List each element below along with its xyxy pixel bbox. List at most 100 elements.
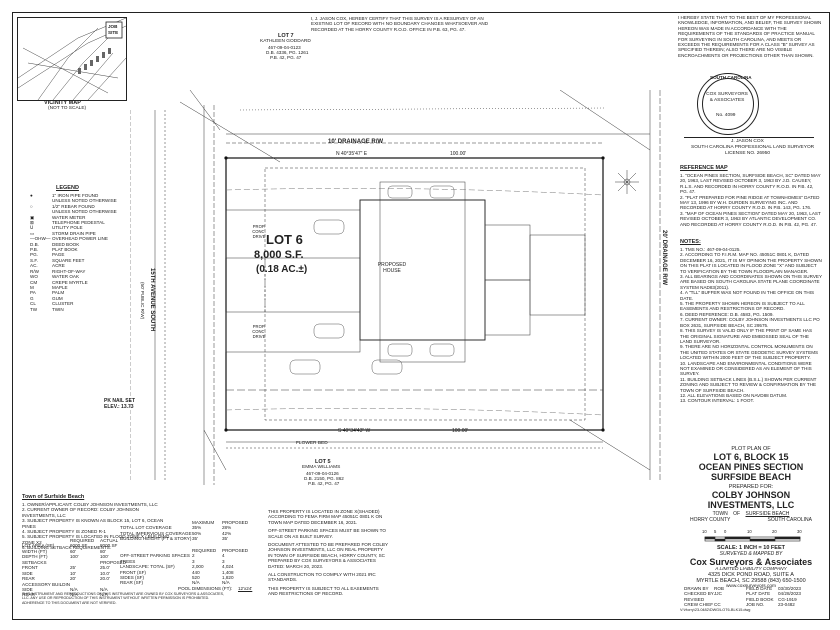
job-info-row-cell: DRAWN BY <box>684 586 709 591</box>
legend-row-cell: PA <box>30 290 36 296</box>
drive-label-top: PROP. CONC. DRIVE <box>252 224 266 239</box>
drainage-top-label: 10' DRAINAGE R/W <box>328 139 384 145</box>
pool-label: POOL DIMENSIONS (FT): <box>178 586 233 591</box>
note-item: 9. THERE ARE NO HORIZONTAL CONTROL MONUM… <box>680 344 819 361</box>
site-plan <box>130 90 661 485</box>
palm-tree-icon <box>615 170 639 194</box>
job-site-label: JOB SITE <box>108 24 119 35</box>
scale-tick: 10 <box>747 529 752 534</box>
job-info-row-cell: JOB NO. <box>746 602 765 608</box>
legend-row-cell: RIGHT-OF-WAY <box>52 268 86 274</box>
certificate-standards: I HEREBY STATE THAT TO THE BEST OF MY PR… <box>678 15 822 58</box>
town-of: OF <box>733 511 741 517</box>
parking-row-cell: N/A <box>192 580 200 586</box>
legend-row: —OHW—OVERHEAD POWER LINE <box>30 236 130 241</box>
note-item: 7. CURRENT OWNER: COLBY JOHNSON INVESTME… <box>680 317 820 328</box>
vicinity-map-drawing <box>18 18 126 100</box>
lot-table-header-cell: REQUIRED <box>70 538 95 543</box>
legend-row-cell: M <box>30 284 34 290</box>
legend-row: UNLESS NOTED OTHERWISE <box>30 198 130 203</box>
town-name: SURFSIDE BEACH <box>745 511 790 517</box>
legend-row-cell: ▭ <box>30 230 35 236</box>
company-block: SCALE: 1 INCH = 10 FEET SURVEYED & MAPPE… <box>680 545 822 589</box>
setback-row-cell: REAR <box>22 576 35 582</box>
legend-row-cell: CM <box>30 279 38 285</box>
zoning-note: OFF-STREET PARKING SPACES MUST BE SHOWN … <box>268 528 386 539</box>
parking-row-cell: 1,408 <box>222 569 234 575</box>
setback-row-cell: 25' <box>70 565 76 571</box>
legend-row-cell: ⊠ <box>30 220 34 226</box>
coverage-row: BUILDING HEIGHT (FT & STORY)35'35' <box>120 536 260 541</box>
seal-name: COX SURVEYORS & ASSOCIATES <box>706 92 748 103</box>
coverage-row-cell: 35' <box>192 536 198 542</box>
copyright-notice: THIS INSTRUMENT AND REPRODUCTIONS OF THI… <box>22 592 225 605</box>
setback-row-cell: FRONT <box>22 565 38 571</box>
note-item: 12. ALL ELEVATIONS BASED ON NAVD88 DATUM… <box>680 392 788 398</box>
company-type: A LIMITED LIABILITY COMPANY <box>715 567 787 572</box>
setback-row-cell: 10.0' <box>100 570 110 576</box>
setback-header-cell: SETBACKS <box>22 560 47 565</box>
lot7-owner: KATHLEEN GODDARD <box>260 39 311 44</box>
lot7-tms: 467-09-04-0123 <box>268 45 301 50</box>
lot5-owner: EMMA WILLIAMS <box>302 465 341 470</box>
scale-tick: 0 <box>724 529 727 534</box>
parking-row-cell: SIDES (SF) <box>120 575 144 581</box>
surveyor-license: LICENSE NO. 26950 <box>725 151 771 156</box>
setback-row-cell: 20' <box>70 576 76 582</box>
parking-row-cell: 3 <box>192 558 195 564</box>
legend-row-cell: TELEPHONE PEDESTAL <box>52 220 105 226</box>
legend-row-cell: D.B. <box>30 241 39 247</box>
parking-row-cell: 2 <box>192 553 195 559</box>
drainage-right-label: 20' DRAINAGE R/W <box>661 230 667 286</box>
surveyor-title: SOUTH CAROLINA PROFESSIONAL LAND SURVEYO… <box>691 145 815 150</box>
legend-row-cell: TW <box>30 306 38 312</box>
note-item: 11. BUILDING SETBACK LINES (B.S.L.) SHOW… <box>680 376 817 393</box>
town-label: TOWN <box>712 511 728 517</box>
legend-row-cell: CLUSTER <box>52 301 74 307</box>
legend-row-cell: P.B. <box>30 247 39 253</box>
setback-row-cell: N/A <box>70 592 78 598</box>
zoning-note: THIS PROPERTY IS SUBJECT TO ALL EASEMENT… <box>268 585 379 597</box>
lot-table-row-cell: LOT AREA (SF) <box>22 543 55 549</box>
legend-row-cell: MAPLE <box>52 284 68 290</box>
coverage-row-cell: 42% <box>222 530 232 536</box>
town-info-list: 1. OWNER/APPLICANT: COLBY JOHNSON INVEST… <box>22 502 172 551</box>
zoning-note: DOCUMENT ATTESTED TO BE PREPARED FOR COL… <box>268 542 388 569</box>
parking-row-cell: REAR (SF) <box>120 580 143 586</box>
coverage-row-cell: 28% <box>222 525 232 531</box>
company-address-1: 4325 DICK POND ROAD, SUITE A <box>708 572 794 578</box>
note-item: 13. CONTOUR INTERVAL: 1 FOOT. <box>680 398 755 404</box>
legend-row: ▣WATER METER <box>30 215 130 220</box>
client-line-2: INVESTMENTS, LLC <box>707 500 795 510</box>
legend-row: M MAPLE <box>30 285 130 290</box>
town-info-item: 2. CURRENT OWNER OF RECORD: COLBY JOHNSO… <box>22 507 139 518</box>
zoning-note: THIS PROPERTY IS LOCATED IN ZONE X(SHADE… <box>268 509 383 525</box>
legend-row-cell: ▣ <box>30 214 35 220</box>
legend-row-cell: CREPE MYRTLE <box>52 279 88 285</box>
lot6-area: 8,000 S.F. <box>254 249 304 261</box>
lot-table-row-cell: 6000 SF <box>70 543 88 549</box>
title-line-1: LOT 6, BLOCK 15 <box>713 452 789 462</box>
setback-row-cell: 10' <box>70 570 76 576</box>
legend-row: P.B.PLAT BOOK <box>30 247 130 252</box>
distance-top: 100.00' <box>450 151 467 157</box>
surveyor-seal <box>697 73 759 135</box>
lot7-label: LOT 7 <box>278 33 294 39</box>
lot-table-row-cell: DEPTH (FT) <box>22 554 48 560</box>
